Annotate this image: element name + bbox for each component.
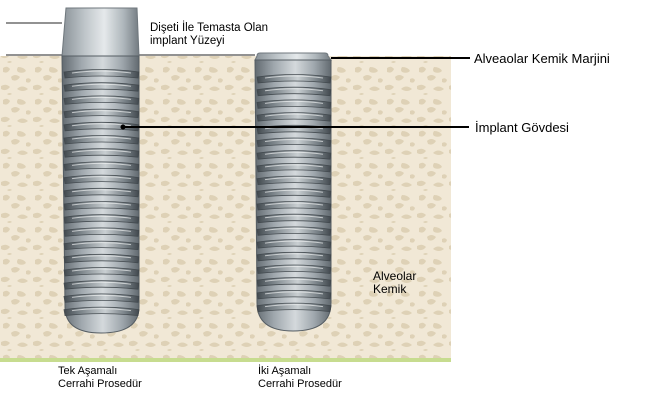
implant-body-leader-dot bbox=[121, 125, 126, 130]
single-stage-caption-line-2: Cerrahi Prosedür bbox=[58, 378, 142, 391]
implant-surface-label-line-1: Dişeti İle Temasta Olan bbox=[150, 22, 268, 35]
two-stage-caption: İki Aşamalı Cerrahi Prosedür bbox=[258, 365, 342, 391]
two-stage-caption-line-1: İki Aşamalı bbox=[258, 365, 342, 378]
single-stage-implant bbox=[62, 8, 139, 333]
green-base-line bbox=[0, 358, 451, 362]
two-stage-implant-top bbox=[255, 53, 331, 60]
single-stage-caption-line-1: Tek Aşamalı bbox=[58, 365, 142, 378]
implant-surface-label-line-2: implant Yüzeyi bbox=[150, 35, 268, 48]
implant-body-label: İmplant Gövdesi bbox=[475, 121, 569, 134]
alveolar-bone-label-line-2: Kemik bbox=[373, 283, 416, 296]
single-stage-caption: Tek Aşamalı Cerrahi Prosedür bbox=[58, 365, 142, 391]
single-stage-implant-collar bbox=[62, 8, 139, 56]
implant-surface-label: Dişeti İle Temasta Olan implant Yüzeyi bbox=[150, 22, 268, 48]
alveolar-bone-label: Alveolar Kemik bbox=[373, 270, 416, 296]
bone-margin-label: Alveaolar Kemik Marjini bbox=[474, 52, 610, 65]
two-stage-implant bbox=[255, 53, 331, 331]
two-stage-caption-line-2: Cerrahi Prosedür bbox=[258, 378, 342, 391]
